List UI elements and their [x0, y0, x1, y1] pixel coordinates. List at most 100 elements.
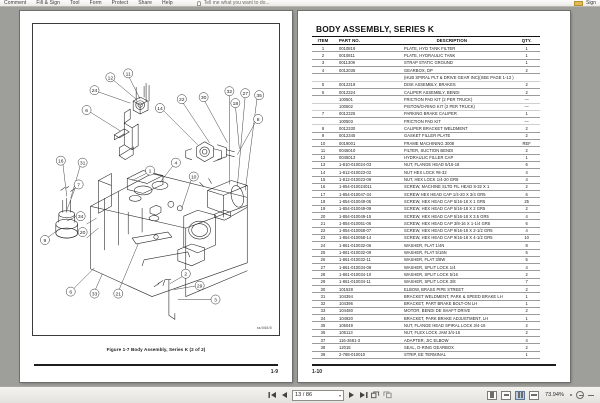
cell-item: 17 — [312, 190, 334, 199]
cell-part-no: 1-854-010049-05 — [334, 197, 390, 206]
cell-part-no: 0012330 — [334, 124, 390, 133]
cell-item: 37 — [312, 336, 334, 345]
cell-item: 10 — [312, 139, 334, 148]
cell-description: NUT HEX LOCK #8-32 — [390, 168, 514, 177]
cell-item: 29 — [312, 278, 334, 287]
cell-qty: — — [513, 117, 540, 126]
document-viewport[interactable]: 11 12 24 6 14 22 30 18 8 16 31 7 9 34 — [0, 7, 600, 386]
cell-part-no: 105049 — [334, 321, 390, 330]
menu-item-protect[interactable]: Protect — [111, 0, 129, 6]
zoom-slider-track[interactable] — [588, 394, 594, 396]
first-page-button[interactable] — [268, 391, 277, 400]
cell-qty: 1 — [513, 59, 540, 68]
page-number-input[interactable]: 13 / 86 ▾ — [292, 389, 344, 401]
cell-part-no: 104396 — [334, 300, 390, 308]
cell-qty: 4 — [513, 168, 540, 177]
svg-text:22: 22 — [179, 97, 185, 103]
cell-description: ELBOW, BRASS PIPE STREET — [390, 285, 514, 294]
menu-item-form[interactable]: Form — [89, 0, 102, 6]
cell-description: WASHER, FLAT 1/4N — [390, 241, 514, 250]
sign-button-label[interactable]: Sign — [585, 0, 596, 6]
cell-item: 5 — [312, 81, 334, 89]
cell-qty: 6 — [513, 219, 540, 228]
tell-me-box[interactable]: Tell me what you want to do... — [196, 0, 270, 6]
svg-text:20: 20 — [80, 230, 86, 236]
cell-item: 9 — [312, 132, 334, 141]
cell-part-no: 12015 — [334, 343, 390, 352]
chevron-down-icon[interactable]: ▾ — [338, 392, 341, 398]
cell-qty: 1 — [513, 314, 540, 323]
two-page-view-button[interactable] — [515, 390, 526, 400]
cell-qty: 2 — [513, 321, 540, 330]
single-page-view-button[interactable] — [487, 390, 498, 400]
menu-item-help[interactable]: Help — [162, 0, 173, 6]
menu-item-fill-sign[interactable]: Fill & Sign — [36, 0, 60, 6]
svg-text:31: 31 — [80, 161, 86, 167]
cell-item: 25 — [312, 249, 334, 257]
svg-text:27: 27 — [243, 91, 249, 97]
cell-qty: 1 — [513, 154, 540, 162]
cell-description: SCREW, HEX HEAD CAP 9/16-18 X 4-1/2 GR5 — [390, 234, 514, 243]
menu-item-share[interactable]: Share — [138, 0, 153, 6]
cell-item: 2 — [312, 51, 334, 60]
cell-part-no: 1-854-010024011 — [334, 183, 390, 192]
zoom-level-value[interactable]: 73.94% — [545, 392, 564, 398]
table-row: (HUB SPIRAL PLT & DRIVE GEAR INC)(SEE PA… — [312, 73, 540, 82]
cell-part-no: 1-861-010034-11 — [334, 278, 390, 287]
cell-description: SCREW, HEX HEAD CAP 9/16-18 X 2-1/2 GR5 — [390, 227, 514, 235]
cell-description: DISK ASSEMBLY, BRAKES — [390, 81, 514, 89]
next-page-button[interactable] — [347, 391, 356, 400]
cell-description: WASHER, SPLIT LOCK 5/16 — [390, 270, 514, 279]
previous-view-button[interactable] — [371, 391, 380, 400]
cell-description: WASHER, FLAT 5/16N — [390, 249, 514, 257]
sign-icon[interactable] — [573, 1, 583, 6]
last-page-button[interactable] — [359, 391, 368, 400]
figure-caption: Figure 1-7 Body Assembly, Series K (2 of… — [106, 347, 206, 352]
menu-item-tool[interactable]: Tool — [69, 0, 80, 6]
cell-part-no: 0012345 — [334, 132, 390, 141]
svg-text:30: 30 — [201, 95, 207, 101]
cell-item: 8 — [312, 124, 334, 133]
cell-qty: 2 — [513, 205, 540, 214]
cell-description: FRICTION PAD KIT — [390, 117, 514, 126]
bottom-toolbar: 13 / 86 ▾ 73.94% — [0, 386, 600, 403]
two-page-scrolling-button[interactable] — [529, 390, 540, 400]
column-header-part-no: PART NO. — [334, 35, 390, 46]
cell-description: BRACKET, PART BRAKE BOLT-ON LH — [390, 300, 514, 308]
page-left[interactable]: 11 12 24 6 14 22 30 18 8 16 31 7 9 34 — [20, 11, 292, 382]
menu-item-comment[interactable]: Comment — [4, 0, 27, 6]
cell-qty: 4 — [513, 176, 540, 184]
cell-part-no: 105113 — [334, 329, 390, 338]
cell-item — [312, 73, 334, 82]
cell-qty: 1 — [513, 300, 540, 308]
cell-description: NUT, HEX LOCK 1/4-20 GR8 — [390, 176, 514, 184]
cell-qty: 1 — [513, 110, 540, 119]
continuous-scroll-view-button[interactable] — [501, 390, 512, 400]
cell-qty: 2 — [513, 307, 540, 316]
page-right[interactable]: BODY ASSEMBLY, SERIES K ITEM PART NO. DE… — [298, 11, 570, 382]
cell-description: FRICTION PAD KIT (2 PER TRUCK) — [390, 95, 514, 104]
svg-text:29: 29 — [197, 284, 203, 290]
next-view-button[interactable] — [383, 391, 392, 400]
svg-text:24: 24 — [92, 88, 98, 94]
previous-page-button[interactable] — [280, 391, 289, 400]
cell-qty: 6 — [513, 161, 540, 170]
cell-description: SCREW HEX HEAD CAP 1/4-20 X 3/4 GR5 — [390, 190, 514, 199]
zoom-out-button[interactable] — [576, 391, 584, 399]
cell-description: PISTON/O-RING KIT (2 PER TRUCK) — [390, 103, 514, 111]
